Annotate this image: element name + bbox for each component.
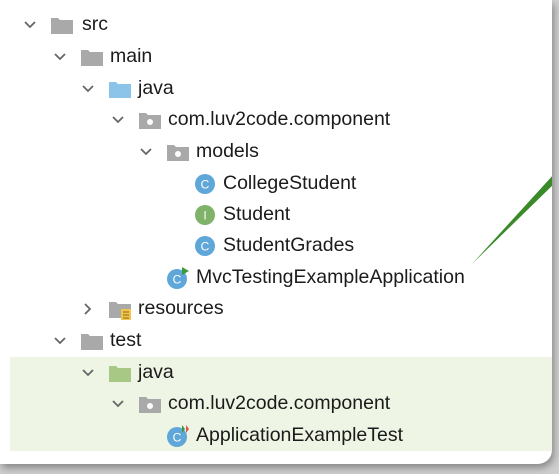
tree-label-main: main <box>110 45 153 67</box>
tree-label-models: models <box>196 140 259 162</box>
tree-row-models[interactable]: models <box>0 136 552 167</box>
tree-label-test: test <box>110 329 142 351</box>
test-selection-highlight <box>10 357 552 451</box>
tree-row-main-package[interactable]: com.luv2code.component <box>0 104 552 135</box>
class-icon: C <box>195 236 215 256</box>
project-tree-panel: src main java com.luv2code.component mod… <box>0 0 552 464</box>
tree-label-src: src <box>82 13 108 35</box>
tree-row-src[interactable]: src <box>0 9 552 40</box>
tree-row-test-java[interactable]: java <box>0 357 552 388</box>
tree-label-main-java: java <box>138 77 174 99</box>
package-icon <box>139 113 161 129</box>
tree-row-main[interactable]: main <box>0 41 552 72</box>
tree-label-student-grades: StudentGrades <box>223 234 355 256</box>
chevron-down-icon[interactable] <box>80 365 96 381</box>
tree-label-main-package: com.luv2code.component <box>168 108 391 130</box>
chevron-down-icon[interactable] <box>138 144 154 160</box>
tree-label-student: Student <box>223 203 291 225</box>
svg-text:C: C <box>201 240 210 254</box>
class-icon: C <box>195 174 215 194</box>
interface-icon: I <box>195 205 215 225</box>
tree-row-college-student[interactable]: C CollegeStudent <box>0 168 552 199</box>
folder-icon <box>51 18 73 34</box>
test-source-folder-icon <box>109 366 131 382</box>
package-icon <box>139 397 161 413</box>
tree-label-college-student: CollegeStudent <box>223 172 357 194</box>
source-folder-icon <box>109 82 131 98</box>
chevron-down-icon[interactable] <box>52 49 68 65</box>
svg-text:C: C <box>173 431 182 445</box>
tree-row-application[interactable]: C MvcTestingExampleApplication <box>0 262 552 293</box>
svg-text:C: C <box>201 178 210 192</box>
svg-text:C: C <box>173 273 182 287</box>
tree-label-application-test: ApplicationExampleTest <box>196 424 404 446</box>
folder-icon <box>81 334 103 350</box>
tree-row-resources[interactable]: resources <box>0 293 552 324</box>
chevron-down-icon[interactable] <box>52 333 68 349</box>
chevron-down-icon[interactable] <box>110 112 126 128</box>
folder-icon <box>81 50 103 66</box>
tree-label-test-package: com.luv2code.component <box>168 392 391 414</box>
runnable-class-icon: C <box>167 267 189 289</box>
chevron-down-icon[interactable] <box>110 396 126 412</box>
svg-text:I: I <box>203 209 206 223</box>
tree-row-test[interactable]: test <box>0 325 552 356</box>
chevron-down-icon[interactable] <box>80 81 96 97</box>
chevron-down-icon[interactable] <box>22 17 38 33</box>
package-icon <box>167 145 189 161</box>
resources-folder-icon <box>109 302 131 320</box>
tree-row-student-grades[interactable]: C StudentGrades <box>0 230 552 261</box>
tree-row-application-test[interactable]: C ApplicationExampleTest <box>0 420 552 451</box>
chevron-right-icon[interactable] <box>80 301 96 317</box>
tree-row-main-java[interactable]: java <box>0 73 552 104</box>
tree-row-test-package[interactable]: com.luv2code.component <box>0 388 552 419</box>
tree-label-application: MvcTestingExampleApplication <box>196 266 465 288</box>
tree-label-test-java: java <box>138 361 174 383</box>
tree-row-student[interactable]: I Student <box>0 199 552 230</box>
tree-label-resources: resources <box>138 297 224 319</box>
test-class-icon: C <box>167 425 189 447</box>
callout-arrow <box>472 176 552 264</box>
